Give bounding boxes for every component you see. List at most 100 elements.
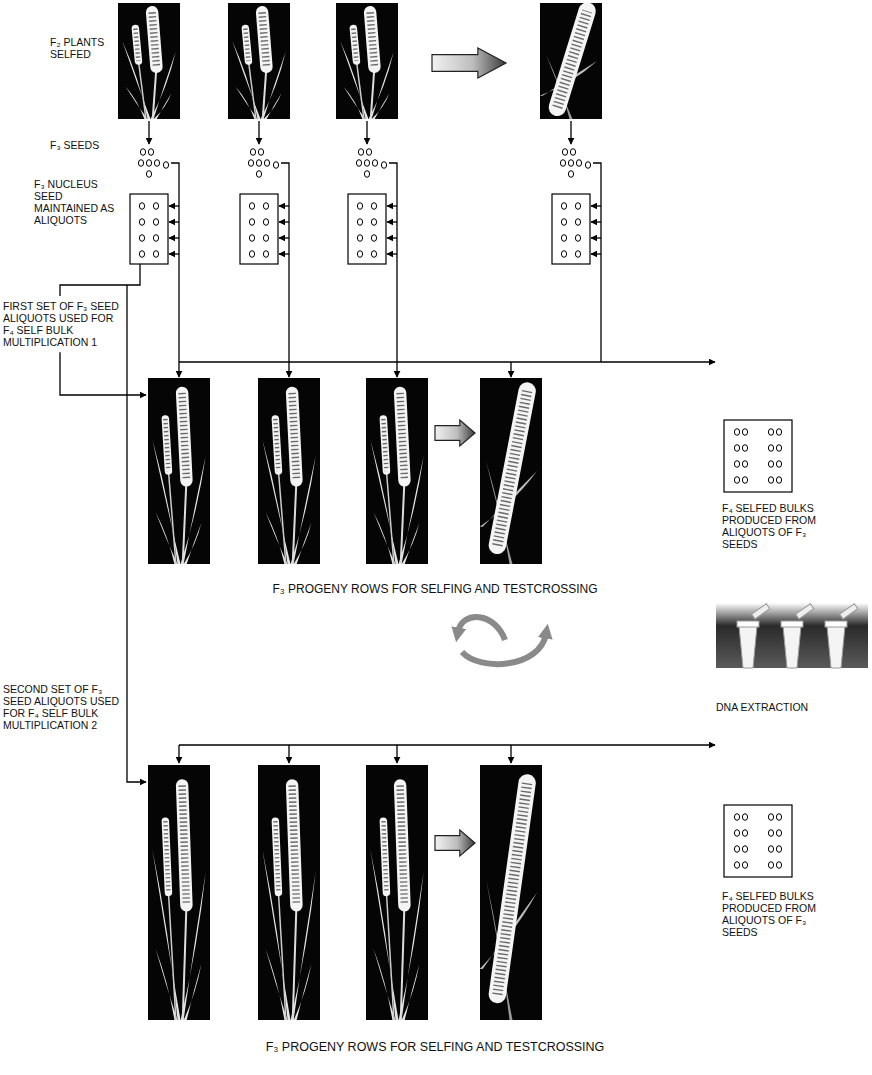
seed-aliquot-box: [240, 194, 278, 264]
distribution-line: [179, 361, 715, 362]
down-arrow: [510, 745, 511, 763]
seed-symbol: [575, 219, 580, 226]
seed-aliquot-box: [130, 194, 168, 264]
seed-symbol: [742, 461, 747, 468]
aliquot-arrow: [279, 221, 289, 222]
seed-symbol: [776, 477, 781, 484]
seed-symbol: [364, 171, 369, 178]
seed-symbol: [371, 251, 376, 258]
text-label: FIRST SET OF F₃ SEED ALIQUOTS USED FOR F…: [3, 300, 121, 348]
down-arrow: [178, 362, 179, 377]
photo-ground: [228, 3, 290, 119]
seed-symbol: [248, 160, 253, 167]
box-outline: [552, 194, 590, 264]
seed-symbol: [734, 830, 739, 837]
seed-symbol: [742, 830, 747, 837]
block-arrow: [432, 48, 506, 78]
photo-ground: [148, 378, 210, 564]
leaf: [294, 523, 312, 564]
down-arrow: [258, 121, 259, 144]
cycle-arrow: [462, 634, 546, 664]
stalk: [278, 893, 285, 1021]
seed-symbol: [250, 149, 255, 156]
panicle-texture: [383, 821, 386, 892]
photo-ground: [366, 765, 428, 1020]
stalk: [138, 61, 145, 119]
panicle: [275, 821, 278, 892]
seed-symbol: [768, 814, 773, 821]
panicle: [165, 821, 168, 892]
seed-symbol: [768, 461, 773, 468]
dna-tubes-photo: [716, 603, 868, 668]
seed-symbol: [371, 235, 376, 242]
box-outline: [724, 805, 792, 877]
panicle: [292, 393, 296, 480]
seed-symbol: [153, 219, 158, 226]
seed-symbol: [776, 830, 781, 837]
plant-photo: [336, 3, 398, 119]
leaf: [294, 964, 312, 1020]
seed-symbol: [561, 235, 566, 242]
bracket-line: [171, 163, 179, 362]
stalk: [248, 61, 255, 119]
down-arrow: [288, 745, 289, 763]
seed-symbol: [742, 814, 747, 821]
seed-symbol: [249, 219, 254, 226]
block-arrow: [435, 830, 475, 856]
panicle-texture: [135, 29, 138, 61]
aliquot-arrow: [169, 221, 179, 222]
down-arrow: [178, 745, 179, 763]
seed-symbol: [768, 477, 773, 484]
seed-symbol: [256, 160, 261, 167]
seed-symbol: [576, 160, 581, 167]
aliquot-arrow: [279, 253, 289, 254]
text-label: F₃ SEEDS: [50, 139, 130, 151]
panicle-texture: [182, 393, 186, 480]
seed-symbol: [138, 160, 143, 167]
seed-symbol: [734, 429, 739, 436]
seed-symbol: [372, 160, 377, 167]
text-label: F₃ PROGENY ROWS FOR SELFING AND TESTCROS…: [135, 1040, 735, 1054]
panicle: [497, 391, 527, 545]
aliquot-arrow: [169, 205, 179, 206]
text-label: F₂ PLANTS SELFED: [50, 36, 112, 60]
plant-photo: [148, 378, 210, 564]
seed-symbol: [575, 235, 580, 242]
panicle: [262, 12, 266, 67]
box-outline: [240, 194, 278, 264]
plant-photo: [258, 378, 320, 564]
seed-symbol: [561, 251, 566, 258]
seed-symbol: [734, 461, 739, 468]
aliquot-arrow: [169, 237, 179, 238]
seed-symbol: [154, 160, 159, 167]
stalk: [293, 905, 297, 1020]
block-arrow: [435, 420, 475, 446]
seed-aliquot-box: [724, 420, 792, 492]
stalk: [293, 480, 297, 564]
photo-ground: [118, 3, 180, 119]
seed-symbol: [256, 171, 261, 178]
leaf: [402, 964, 420, 1020]
panicle-texture: [497, 391, 527, 545]
photo-ground: [540, 3, 602, 119]
panicle: [182, 785, 186, 905]
seed-symbol: [139, 235, 144, 242]
seed-symbol: [358, 149, 363, 156]
seed-symbol: [139, 251, 144, 258]
tube-rim: [737, 621, 759, 627]
box-outline: [348, 194, 386, 264]
seed-symbol: [153, 203, 158, 210]
photo-ground: [258, 378, 320, 564]
seed-symbol: [258, 149, 263, 156]
seed-symbol: [263, 235, 268, 242]
seed-symbol: [153, 235, 158, 242]
seed-symbol: [249, 203, 254, 210]
panicle-texture: [400, 393, 404, 480]
text-label: F₃ NUCLEUS SEED MAINTAINED AS ALIQUOTS: [34, 178, 122, 226]
plant-photo: [118, 3, 180, 119]
tube: [739, 626, 757, 668]
seed-symbol: [148, 149, 153, 156]
bracket-line: [281, 163, 289, 362]
panicle: [152, 12, 156, 67]
